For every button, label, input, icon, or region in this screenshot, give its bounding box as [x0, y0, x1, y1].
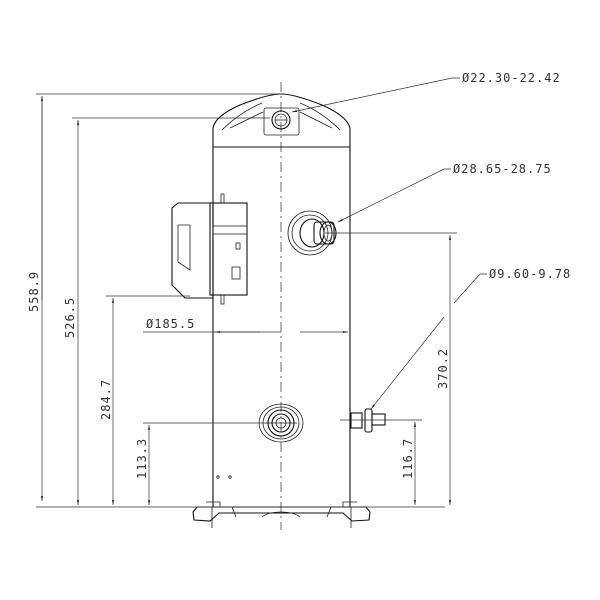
mounting-base: [192, 501, 371, 528]
dim-label-116-7: 116.7: [401, 438, 415, 479]
schrader-valve: [350, 408, 386, 433]
dim-suction-height: 526.5: [63, 120, 80, 505]
callout-discharge: Ø28.65-28.75: [337, 162, 552, 223]
dim-label-284-7: 284.7: [99, 379, 113, 420]
dim-discharge-height: 370.2: [436, 235, 452, 505]
dim-label-shell-diameter: Ø185.5: [146, 317, 195, 331]
callout-suction: Ø22.30-22.42: [291, 71, 561, 113]
dim-lower-fitting-height: 113.3: [135, 425, 151, 505]
compressor-shell: [212, 93, 351, 507]
extension-lines: [36, 93, 457, 508]
dim-valve-height: 116.7: [401, 422, 417, 505]
callout-label-schrader: Ø9.60-9.78: [489, 267, 571, 281]
dim-overall-height: 558.9: [27, 96, 44, 501]
dim-terminal-height: 284.7: [99, 298, 115, 505]
callout-schrader: Ø9.60-9.78: [370, 267, 571, 410]
suction-fitting: [271, 110, 291, 130]
dim-label-558-9: 558.9: [27, 271, 41, 312]
dim-label-113-3: 113.3: [135, 438, 149, 479]
terminal-box: [171, 193, 248, 305]
dim-shell-diameter: Ø185.5: [143, 317, 348, 334]
callout-label-suction: Ø22.30-22.42: [462, 71, 561, 85]
dim-label-370-2: 370.2: [436, 348, 450, 389]
dim-label-526-5: 526.5: [63, 297, 77, 338]
callout-label-discharge: Ø28.65-28.75: [453, 162, 552, 176]
